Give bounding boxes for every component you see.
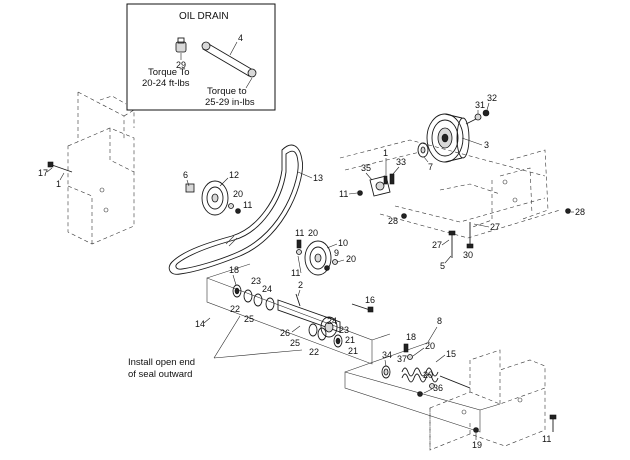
callout-20d: 20: [425, 341, 435, 351]
bolt-11e: [549, 414, 557, 432]
callout-20c: 20: [346, 254, 356, 264]
callout-37: 37: [397, 354, 407, 364]
callout-1a: 1: [383, 148, 388, 158]
inset-border: [126, 3, 276, 111]
callout-35: 35: [361, 163, 371, 173]
clutch-bolt-washers: [465, 109, 490, 125]
callout-29: 29: [176, 60, 186, 70]
engine-mount-frame: [339, 139, 561, 239]
callout-25a: 25: [244, 314, 254, 324]
bolt-5-30: [448, 222, 474, 258]
callout-12: 12: [229, 170, 239, 180]
callout-25b: 25: [290, 338, 300, 348]
callout-1b: 1: [56, 179, 61, 189]
callout-33: 33: [396, 157, 406, 167]
callout-18a: 18: [229, 265, 239, 275]
seal-note-line2: of seal outward: [128, 369, 192, 380]
idler-arm-bushings: [232, 284, 343, 348]
torque-b-line1: Torque to: [207, 86, 247, 97]
callout-22a: 22: [230, 304, 240, 314]
callout-19: 19: [472, 440, 482, 450]
callout-11a: 11: [339, 189, 348, 199]
callout-18b: 18: [406, 332, 416, 342]
electric-clutch-3: [426, 113, 470, 163]
seal-note-line1: Install open end: [128, 357, 195, 368]
callout-36: 36: [433, 383, 443, 393]
bolt-16: [351, 303, 374, 313]
inset-title: OIL DRAIN: [179, 11, 229, 22]
callout-34: 34: [382, 350, 392, 360]
callout-21a: 21: [345, 335, 355, 345]
callout-24b: 24: [327, 316, 337, 326]
callout-27b: 27: [490, 222, 500, 232]
callout-21b: 21: [348, 346, 358, 356]
callout-7: 7: [428, 162, 433, 172]
callout-2: 2: [298, 280, 303, 290]
oil-drain-inset: OIL DRAIN 29 4 Torque To 20-24 ft-lbs To…: [126, 3, 276, 111]
left-frame-bracket: [67, 91, 135, 245]
callout-11b: 11: [243, 200, 252, 210]
rear-frame-bracket: [429, 349, 546, 451]
torque-b-line2: 25-29 in-lbs: [205, 97, 255, 108]
spacer-7: [417, 142, 429, 158]
callout-13: 13: [313, 173, 323, 183]
nut-19: [473, 427, 479, 433]
callout-3: 3: [484, 140, 489, 150]
callout-17: 17: [38, 168, 48, 178]
callout-11e: 11: [542, 434, 551, 444]
callout-14: 14: [195, 319, 205, 329]
callout-20e: 20: [423, 370, 433, 380]
callout-20a: 20: [233, 189, 243, 199]
callout-31: 31: [475, 100, 485, 110]
drain-hose: [201, 41, 257, 78]
spring-assembly-outline: [344, 341, 501, 433]
idler-pulley-12: [185, 180, 241, 216]
callout-15: 15: [446, 349, 456, 359]
callout-23a: 23: [251, 276, 261, 286]
callout-4: 4: [238, 33, 243, 43]
callout-20b: 20: [308, 228, 318, 238]
tension-spring-37: [381, 343, 471, 397]
callout-10: 10: [338, 238, 348, 248]
clutch-bracket-35: [357, 173, 395, 197]
callout-16: 16: [365, 295, 375, 305]
callout-28b: 28: [575, 207, 585, 217]
idler-pulley-10: [296, 239, 338, 276]
callout-22b: 22: [309, 347, 319, 357]
callout-32: 32: [487, 93, 497, 103]
drain-plug: [175, 37, 187, 53]
callout-24a: 24: [262, 284, 272, 294]
callout-27a: 27: [432, 240, 442, 250]
callout-6: 6: [183, 170, 188, 180]
nut-28b: [565, 208, 571, 214]
callout-30: 30: [463, 250, 473, 260]
callout-8: 8: [437, 316, 442, 326]
callout-11d: 11: [291, 268, 300, 278]
callout-28a: 28: [388, 216, 398, 226]
idler-arm-outline: [206, 263, 391, 365]
torque-a-line1: Torque To: [148, 67, 190, 78]
callout-11c: 11: [295, 228, 304, 238]
bolt-17: [47, 161, 73, 173]
callout-23b: 23: [339, 325, 349, 335]
callout-9: 9: [334, 248, 339, 258]
nut-28a: [401, 213, 407, 219]
drive-belt-13: [168, 144, 303, 275]
callout-26: 26: [280, 328, 290, 338]
callout-5: 5: [440, 261, 445, 271]
torque-a-line2: 20-24 ft-lbs: [142, 78, 190, 89]
